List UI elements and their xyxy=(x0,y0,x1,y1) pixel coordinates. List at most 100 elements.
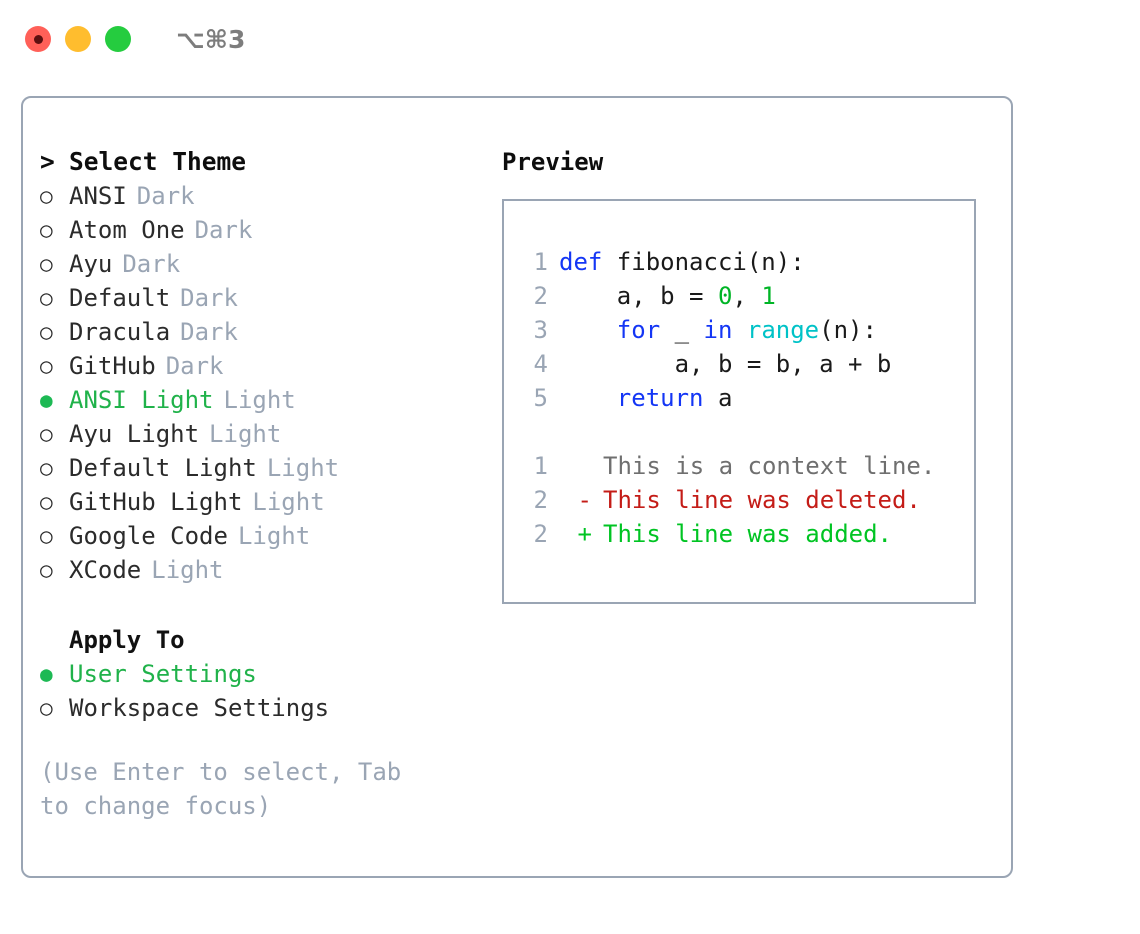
code-token-plain: _ xyxy=(660,316,704,344)
line-number: 3 xyxy=(533,316,548,344)
diff-line: 2-This line was deleted. xyxy=(519,483,935,517)
apply-to-title: Apply To xyxy=(69,626,185,654)
page-title: Select Theme xyxy=(69,147,247,176)
apply-to-option-label: Workspace Settings xyxy=(69,694,330,722)
theme-list-item[interactable]: ○ Dracula Dark xyxy=(40,315,480,349)
theme-variant-badge: Light xyxy=(252,488,325,516)
keyboard-hint: (Use Enter to select, Tab to change focu… xyxy=(40,758,402,820)
code-line-content: a, b = b, a + b xyxy=(559,347,892,381)
diff-marker: - xyxy=(577,486,592,514)
theme-name: Google Code xyxy=(69,522,228,550)
theme-variant-badge: Dark xyxy=(180,318,238,346)
code-line: 5 return a xyxy=(519,381,891,415)
diff-line-content: This line was added. xyxy=(603,520,892,548)
theme-variant-badge: Light xyxy=(151,556,224,584)
code-token-number: 0 xyxy=(717,282,733,310)
theme-variant-badge: Dark xyxy=(122,250,181,278)
code-line-content: a, b = 0, 1 xyxy=(559,279,776,313)
diff-line: 2 + This line was added. xyxy=(519,517,935,551)
code-token-plain xyxy=(559,384,617,412)
code-line: 4 a, b = b, a + b xyxy=(519,347,892,381)
radio-unselected-icon: ○ xyxy=(40,558,53,582)
theme-variant-badge: Light xyxy=(237,522,311,550)
code-token-plain: a, b = b, a + b xyxy=(559,350,892,378)
radio-unselected-icon: ○ xyxy=(40,524,53,548)
diff-line-number: 2 xyxy=(533,486,548,514)
radio-unselected-icon: ○ xyxy=(40,286,53,310)
code-line: 1 def fibonacci(n): xyxy=(519,245,891,279)
theme-list-item[interactable]: ○ Atom One Dark xyxy=(40,213,480,247)
list-gap xyxy=(40,587,480,623)
theme-name: Default Light xyxy=(69,454,257,482)
radio-unselected-icon: ○ xyxy=(40,354,53,378)
diff-marker: + xyxy=(577,520,592,548)
code-token-plain: fibonacci(n): xyxy=(602,248,805,276)
theme-list-item[interactable]: ○ Default Light Light xyxy=(40,451,480,485)
diff-line-number: 2 xyxy=(533,520,548,548)
apply-to-option[interactable]: ● User Settings xyxy=(40,657,480,691)
theme-name: Ayu xyxy=(69,250,113,278)
theme-variant-badge: Dark xyxy=(165,352,224,380)
apply-to-list: ● User Settings ○ Workspace Settings xyxy=(40,657,480,725)
code-line-content: for _ in range(n): xyxy=(559,313,877,347)
code-token-plain: a, b = xyxy=(559,282,718,310)
diff-line-content: This is a context line. xyxy=(603,452,936,480)
theme-name: GitHub Light xyxy=(69,488,243,516)
theme-name: Atom One xyxy=(69,216,185,244)
code-line-content: return a xyxy=(559,381,733,415)
hint-gap xyxy=(40,725,480,749)
line-number: 2 xyxy=(533,282,548,310)
theme-variant-badge: Light xyxy=(209,420,282,448)
title-bar: ⌥⌘3 xyxy=(0,0,1140,78)
radio-selected-icon: ● xyxy=(40,662,53,686)
code-token-plain xyxy=(732,316,746,344)
line-number: 4 xyxy=(533,350,548,378)
code-token-plain: , xyxy=(732,282,762,310)
radio-unselected-icon: ○ xyxy=(40,456,53,480)
radio-unselected-icon: ○ xyxy=(40,422,53,446)
theme-name: ANSI Light xyxy=(69,386,214,414)
theme-variant-badge: Dark xyxy=(136,182,195,210)
code-line: 3 for _ in range(n): xyxy=(519,313,891,347)
diff-marker xyxy=(548,449,592,483)
preview-title: Preview xyxy=(502,148,604,176)
code-token-keyword: return xyxy=(616,384,704,412)
diff-line-number: 1 xyxy=(533,452,548,480)
theme-variant-badge: Light xyxy=(266,454,340,482)
theme-name: Default xyxy=(69,284,171,312)
close-button[interactable] xyxy=(25,26,51,52)
radio-selected-icon: ● xyxy=(40,388,53,412)
line-number: 1 xyxy=(533,248,548,276)
maximize-button[interactable] xyxy=(105,26,131,52)
theme-list-item[interactable]: ○ Google Code Light xyxy=(40,519,480,553)
radio-unselected-icon: ○ xyxy=(40,218,53,242)
minimize-button[interactable] xyxy=(65,26,91,52)
radio-unselected-icon: ○ xyxy=(40,696,53,720)
line-number: 5 xyxy=(533,384,548,412)
keyboard-shortcut-label: ⌥⌘3 xyxy=(176,24,246,54)
caret-icon: > xyxy=(40,147,55,176)
code-token-keyword: def xyxy=(559,248,603,276)
theme-variant-badge: Dark xyxy=(194,216,253,244)
diff-line: 1 This is a context line. xyxy=(519,449,936,483)
apply-to-option[interactable]: ○ Workspace Settings xyxy=(40,691,480,725)
apply-to-option-label: User Settings xyxy=(69,660,257,688)
radio-unselected-icon: ○ xyxy=(40,184,53,208)
theme-name: Dracula xyxy=(69,318,171,346)
code-line-content: def fibonacci(n): xyxy=(559,245,805,279)
radio-unselected-icon: ○ xyxy=(40,320,53,344)
code-token-number: 1 xyxy=(761,282,776,310)
